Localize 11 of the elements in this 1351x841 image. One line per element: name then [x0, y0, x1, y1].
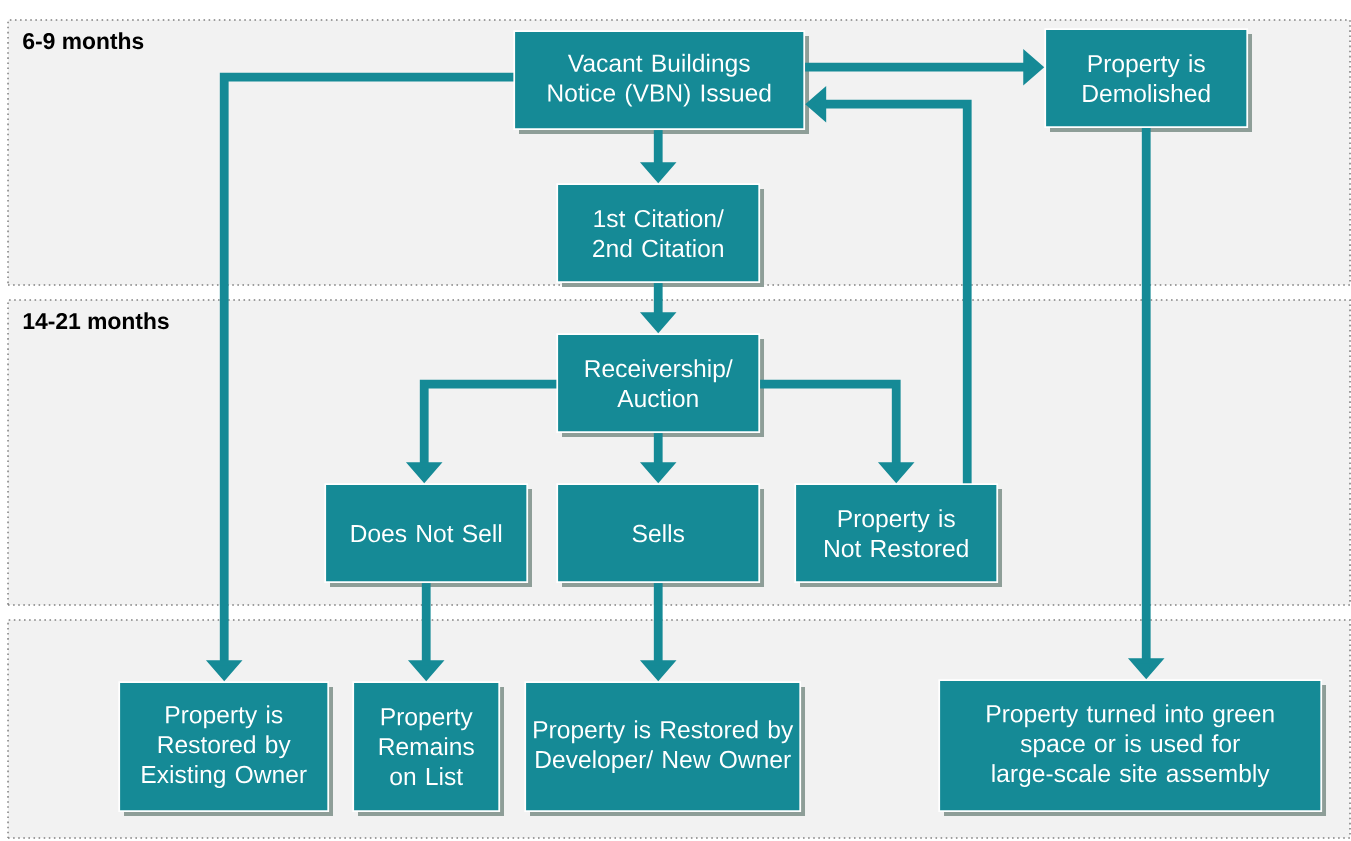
process-box: Sells [556, 483, 764, 587]
process-box: Property is Demolished [1044, 28, 1252, 132]
process-box: Property is Restored by Developer/ New Owner [524, 681, 805, 816]
process-box: Property turned into green space or is used for large-scale site assembly [938, 679, 1326, 816]
process-box: Property Remains on List [352, 681, 504, 816]
process-box: Receivership/ Auction [556, 333, 764, 437]
process-box: Does Not Sell [324, 483, 532, 587]
process-box: Property is Not Restored [794, 483, 1002, 587]
process-box: 1st Citation/ 2nd Citation [556, 183, 764, 287]
process-box: Property is Restored by Existing Owner [118, 681, 333, 816]
process-box: Vacant Buildings Notice (VBN) Issued [513, 30, 809, 134]
